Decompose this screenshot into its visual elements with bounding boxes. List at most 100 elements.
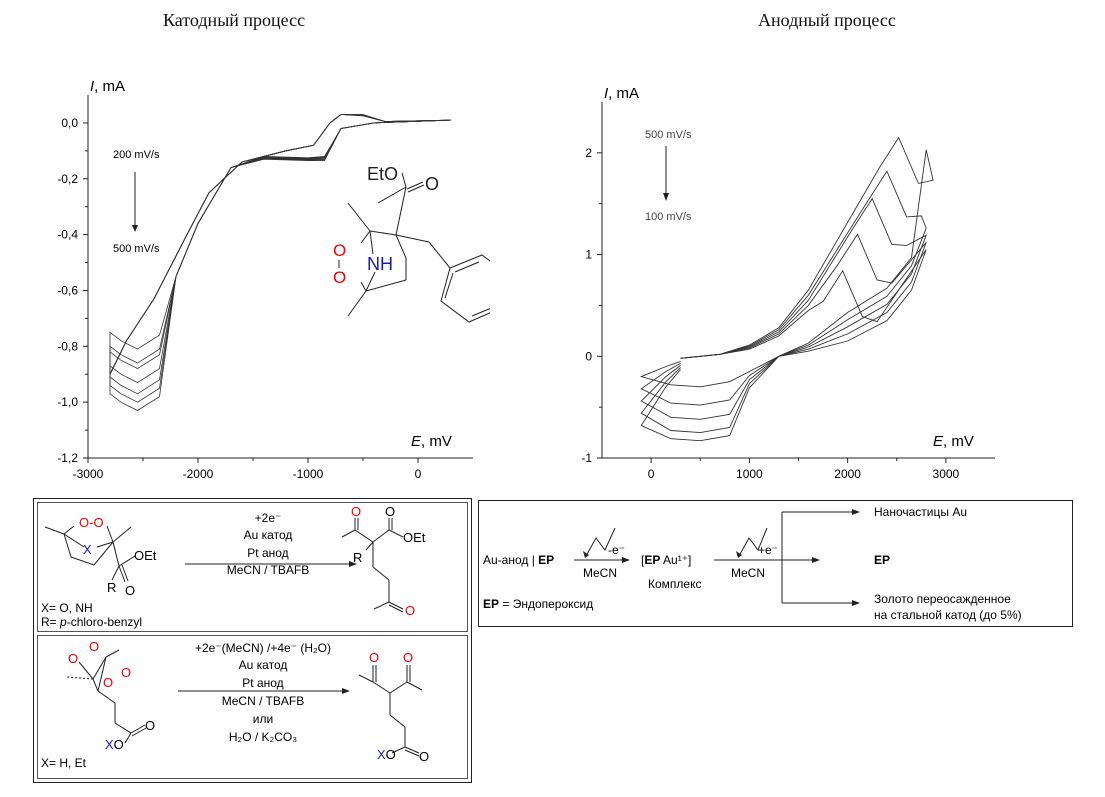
scheme2-xo-left: XO	[105, 737, 124, 752]
scheme1-cond4: MeCN / TBAFB	[227, 563, 309, 577]
svg-text:+e⁻: +e⁻	[758, 543, 778, 557]
molecule-carbonyl-o-label: O	[425, 174, 439, 194]
y-tick-label: 0	[585, 349, 592, 363]
cathode-chart: -3000 -2000 -1000 0 0,0 -0,2 -0,4 -0,6 -0,8 -1,0 -…	[57, 80, 490, 481]
scheme2-box	[37, 635, 468, 779]
x-tick-label: -2000	[183, 467, 214, 481]
anode-complex: [EP Au¹⁺]	[641, 553, 691, 567]
y-tick-label: -1,2	[57, 451, 78, 465]
c1-annot-bottom: 100 mV/s	[645, 211, 692, 223]
y-tick-label: 0,0	[61, 116, 78, 130]
molecule-o1-label: O	[333, 241, 346, 260]
x-tick-label: 3000	[933, 467, 960, 481]
scheme2-xo-right: XO	[377, 747, 396, 762]
scheme1-x-label: X	[83, 542, 92, 557]
cv-curve-400-mV-s	[640, 170, 927, 434]
svg-text:OEt: OEt	[134, 548, 157, 563]
cv-curve-500-mV-s	[640, 136, 934, 442]
svg-text:OEt: OEt	[403, 530, 426, 545]
y-axis-label: I, mA	[90, 80, 125, 95]
c0-annot-arrowhead	[132, 225, 138, 232]
anode-start: Au-анод | EP	[483, 553, 554, 567]
svg-text:O: O	[89, 639, 99, 654]
product-gold-line1: Золото переосажденное	[874, 592, 1011, 606]
x-tick-label: 2000	[834, 467, 861, 481]
x-tick-label: 0	[415, 467, 422, 481]
cv-curve-100-mV-s	[639, 249, 927, 388]
molecule-eto-label: EtO	[367, 164, 398, 184]
c1-annot-top: 500 mV/s	[645, 129, 692, 141]
svg-text:O: O	[121, 665, 131, 680]
svg-text:O: O	[351, 504, 361, 519]
x-tick-label: 0	[648, 467, 655, 481]
svg-text:O: O	[403, 650, 413, 665]
anode-scheme-diagram: Au-анод | EP -e⁻ MeCN [EP Au¹⁺] Комплекс…	[483, 505, 1022, 622]
y-tick-label: 1	[585, 248, 592, 262]
x-tick-label: 1000	[736, 467, 763, 481]
scheme2-cond1: +2e⁻(MeCN) /+4e⁻ (H₂O)	[195, 641, 331, 655]
scheme1-x-def: X= O, NH	[41, 601, 93, 615]
molecule-nh-label: NH	[367, 254, 393, 274]
svg-text:O: O	[419, 749, 429, 764]
anode-chart: 0 1000 2000 3000 -1 0 1 2 I, mA E, mV 500 mV/s 10…	[581, 85, 995, 481]
svg-text:O-O: O-O	[79, 515, 104, 530]
svg-text:R: R	[353, 550, 362, 565]
x-tick-label: -3000	[73, 467, 104, 481]
y-tick-label: -0,2	[57, 172, 78, 186]
y-tick-label: 2	[585, 146, 592, 160]
y-tick-label: -0,6	[57, 283, 78, 297]
svg-text:O: O	[125, 583, 135, 598]
cv-curve-300-mV-s	[640, 197, 928, 420]
scheme2-cond3: Pt анод	[242, 676, 283, 690]
scheme1-cond1: +2e⁻	[255, 511, 282, 525]
scheme-panel	[33, 498, 472, 783]
scheme2-cond2: Au катод	[239, 658, 288, 672]
svg-text:O: O	[145, 718, 155, 733]
ep-legend: EP = Эндопероксид	[483, 597, 593, 611]
y-tick-label: -0,8	[57, 339, 78, 353]
x-axis-label: E, mV	[411, 433, 452, 450]
scheme2-x-def: X= H, Et	[41, 756, 87, 770]
cv-curve-500-mV-s	[109, 114, 452, 411]
scheme1-cond2: Au катод	[244, 528, 293, 542]
product-gold-line2: на стальной катод (до 5%)	[874, 608, 1022, 622]
scheme2-cond5: или	[253, 712, 273, 726]
svg-text:O: O	[385, 504, 395, 519]
y-tick-label: -1	[581, 451, 592, 465]
lightning-icon-1	[585, 527, 616, 557]
cathode-title: Катодный процесс	[163, 10, 306, 30]
scheme2-diagram: O O O O O XO X= H, Et +2e⁻(MeCN) /+4e⁻ (…	[41, 639, 429, 770]
c1-annot-arrowhead	[663, 193, 669, 201]
scheme1-r-label: R	[107, 580, 116, 595]
scheme2-cond4: MeCN / TBAFB	[222, 694, 304, 708]
bicyclic-peroxide-molecule	[347, 172, 490, 323]
svg-text:MeCN: MeCN	[583, 566, 617, 580]
y-tick-label: -1,0	[57, 395, 78, 409]
molecule-o2-label: O	[333, 268, 346, 287]
scheme1-box	[37, 502, 468, 632]
product-nanoparticles: Наночастицы Au	[874, 505, 967, 519]
c0-annot-bottom: 500 mV/s	[113, 243, 160, 255]
lightning-icon-2	[738, 527, 768, 557]
scheme1-diagram: O-O X OEt R O X= O, NH R= p-chloro-benzy…	[41, 504, 426, 629]
cv-curve-200-mV-s	[640, 233, 927, 406]
svg-text:O: O	[103, 675, 113, 690]
y-axis-label: I, mA	[604, 85, 639, 102]
svg-text:O: O	[68, 651, 78, 666]
scheme1-r-def: R= p-chloro-benzyl	[41, 615, 142, 629]
x-tick-label: -1000	[293, 467, 324, 481]
svg-text:MeCN: MeCN	[731, 566, 765, 580]
svg-text:-e⁻: -e⁻	[608, 543, 625, 557]
product-ep: EP	[874, 553, 890, 567]
svg-text:Комплекс: Комплекс	[648, 577, 701, 591]
anode-title: Анодный процесс	[758, 10, 896, 30]
y-tick-label: -0,4	[57, 228, 78, 242]
svg-text:O: O	[369, 650, 379, 665]
scheme2-cond6: H₂O / K₂CO₃	[229, 730, 297, 744]
cv-curve-400-mV-s	[109, 114, 452, 395]
c0-annot-top: 200 mV/s	[113, 149, 160, 161]
x-axis-label: E, mV	[933, 433, 974, 450]
svg-text:O: O	[405, 603, 415, 618]
scheme1-cond3: Pt анод	[247, 546, 288, 560]
anode-scheme-box	[478, 500, 1073, 627]
